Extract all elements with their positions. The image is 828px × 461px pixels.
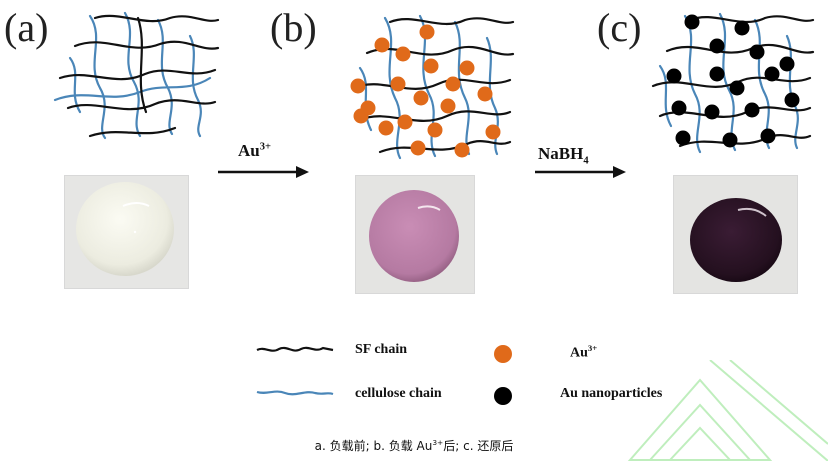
figure-caption: a. 负载前; b. 负载 Au3+后; c. 还原后 [0, 437, 828, 454]
arrow-label-au3: Au3+ [238, 141, 271, 161]
legend-au-ion-label: Au3+ [570, 343, 597, 362]
arrow-2 [535, 166, 626, 178]
network-diagram-b [350, 14, 515, 160]
legend-au-nanoparticles-label: Au nanoparticles [560, 386, 663, 401]
legend-au-ion-swatch [494, 345, 512, 363]
arrow-1 [218, 166, 309, 178]
legend-au-ion-main: Au [570, 345, 588, 361]
arrow-label-nabh4: NaBH4 [538, 144, 589, 166]
panel-label-c: (c) [597, 5, 642, 50]
legend-sf-chain-label: SF chain [355, 342, 407, 357]
sample-photo-a [64, 175, 189, 289]
network-diagram-a [53, 11, 220, 140]
sample-photo-c [673, 175, 798, 294]
arrow-label-main: Au [238, 141, 260, 160]
caption-superscript: 3+ [432, 438, 444, 447]
panel-label-a: (a) [4, 5, 49, 50]
caption-part-1: a. 负载前; b. 负载 Au [314, 439, 433, 453]
network-diagram-c [651, 12, 815, 154]
legend-cellulose-chain-swatch [256, 390, 334, 396]
legend-cellulose-chain-label: cellulose chain [355, 386, 442, 401]
legend-au-ion-superscript: 3+ [587, 343, 598, 353]
sample-photo-b [355, 175, 475, 294]
arrow-label-subscript: 4 [583, 155, 589, 167]
legend-au-nanoparticle-swatch [494, 387, 512, 405]
legend-sf-chain-swatch [256, 346, 334, 352]
panel-label-b: (b) [270, 5, 317, 50]
arrow-label-superscript: 3+ [259, 141, 272, 153]
watermark-graphic [627, 360, 828, 461]
caption-part-2: 后; c. 还原后 [443, 439, 514, 453]
arrow-label-main: NaBH [538, 144, 584, 163]
